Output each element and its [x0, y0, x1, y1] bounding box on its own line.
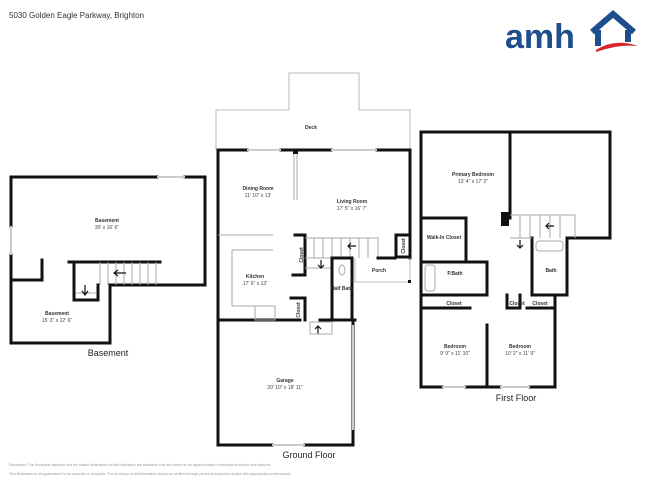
stairs-arrow-icon	[545, 222, 554, 230]
disclaimer-line: Disclaimer: The floorplans depicted and …	[9, 463, 272, 467]
stairs-arrow-icon	[113, 269, 126, 277]
room-label: Kitchen	[246, 274, 264, 280]
room-label: Porch	[372, 268, 386, 274]
stairs-down-arrow-icon	[81, 285, 89, 296]
stairs-up-arrow-icon	[314, 325, 322, 334]
closet-label: Closet	[446, 301, 462, 307]
room-label: Primary Bedroom	[452, 172, 495, 178]
floor-title: Basement	[88, 348, 129, 358]
room-label: Deck	[305, 125, 317, 131]
room-dims: 30' x 16' 6"	[95, 225, 119, 231]
stairs-arrow-icon	[347, 242, 356, 250]
closet-label: Closet	[401, 238, 407, 254]
room-label: Basement	[95, 218, 119, 224]
room-dims: 11' 10" x 13'	[245, 193, 272, 199]
room-dims: 13' 4" x 17' 2"	[458, 179, 488, 185]
bathtub-icon	[424, 264, 436, 292]
room-label: Bedroom	[444, 344, 467, 350]
house-roof-icon	[590, 10, 636, 35]
room-label: P.Bath	[447, 271, 462, 277]
swoosh-icon	[596, 42, 638, 52]
closet-label: Closet	[532, 301, 548, 307]
room-label: Half Bath	[331, 286, 353, 292]
room-label: Dining Room	[242, 186, 274, 192]
room-label: Walk-In Closet	[427, 235, 462, 241]
closet-label: Closet	[509, 301, 525, 307]
room-dims: 9' 9" x 11' 10"	[440, 351, 470, 357]
basement-plan: Basement 30' x 16' 6" Basement 15' 3" x …	[9, 175, 207, 358]
closet-label: Closet	[296, 302, 302, 318]
toilet-icon	[338, 264, 346, 276]
disclaimer-line: This illustration is not guaranteed to b…	[9, 472, 292, 476]
room-dims: 10' 2" x 11' 9"	[505, 351, 535, 357]
stairs-down-arrow-icon	[516, 240, 524, 249]
deck-outline	[215, 72, 411, 150]
floor-title: First Floor	[496, 393, 537, 403]
first-floor-plan: Primary Bedroom 13' 4" x 17' 2" Walk-In …	[419, 130, 612, 403]
room-label: Bedroom	[509, 344, 532, 350]
amh-logo: amh	[505, 10, 638, 56]
bathtub-icon	[535, 240, 564, 252]
property-address: 5030 Golden Eagle Parkway, Brighton	[9, 11, 145, 20]
room-dims: 20' 10" x 18' 11"	[267, 385, 303, 391]
basement-stairs	[76, 262, 157, 294]
logo-text: amh	[505, 18, 575, 56]
porch-outline	[354, 258, 411, 283]
room-label: Bath	[545, 268, 556, 274]
ground-floor-plan: Deck Dining Room 11' 10" x 13' Living Ro…	[215, 72, 412, 460]
floor-title: Ground Floor	[282, 450, 335, 460]
closet-label: Closet	[299, 247, 305, 263]
room-dims: 15' 3" x 12' 6"	[42, 318, 72, 324]
room-dims: 17' 5" x 16' 7"	[337, 206, 367, 212]
room-dims: 17' 6" x 13'	[243, 281, 267, 287]
room-label: Living Room	[337, 199, 368, 205]
room-label: Basement	[45, 311, 69, 317]
stairs-down-arrow-icon	[317, 260, 325, 269]
room-label: Garage	[276, 378, 293, 384]
